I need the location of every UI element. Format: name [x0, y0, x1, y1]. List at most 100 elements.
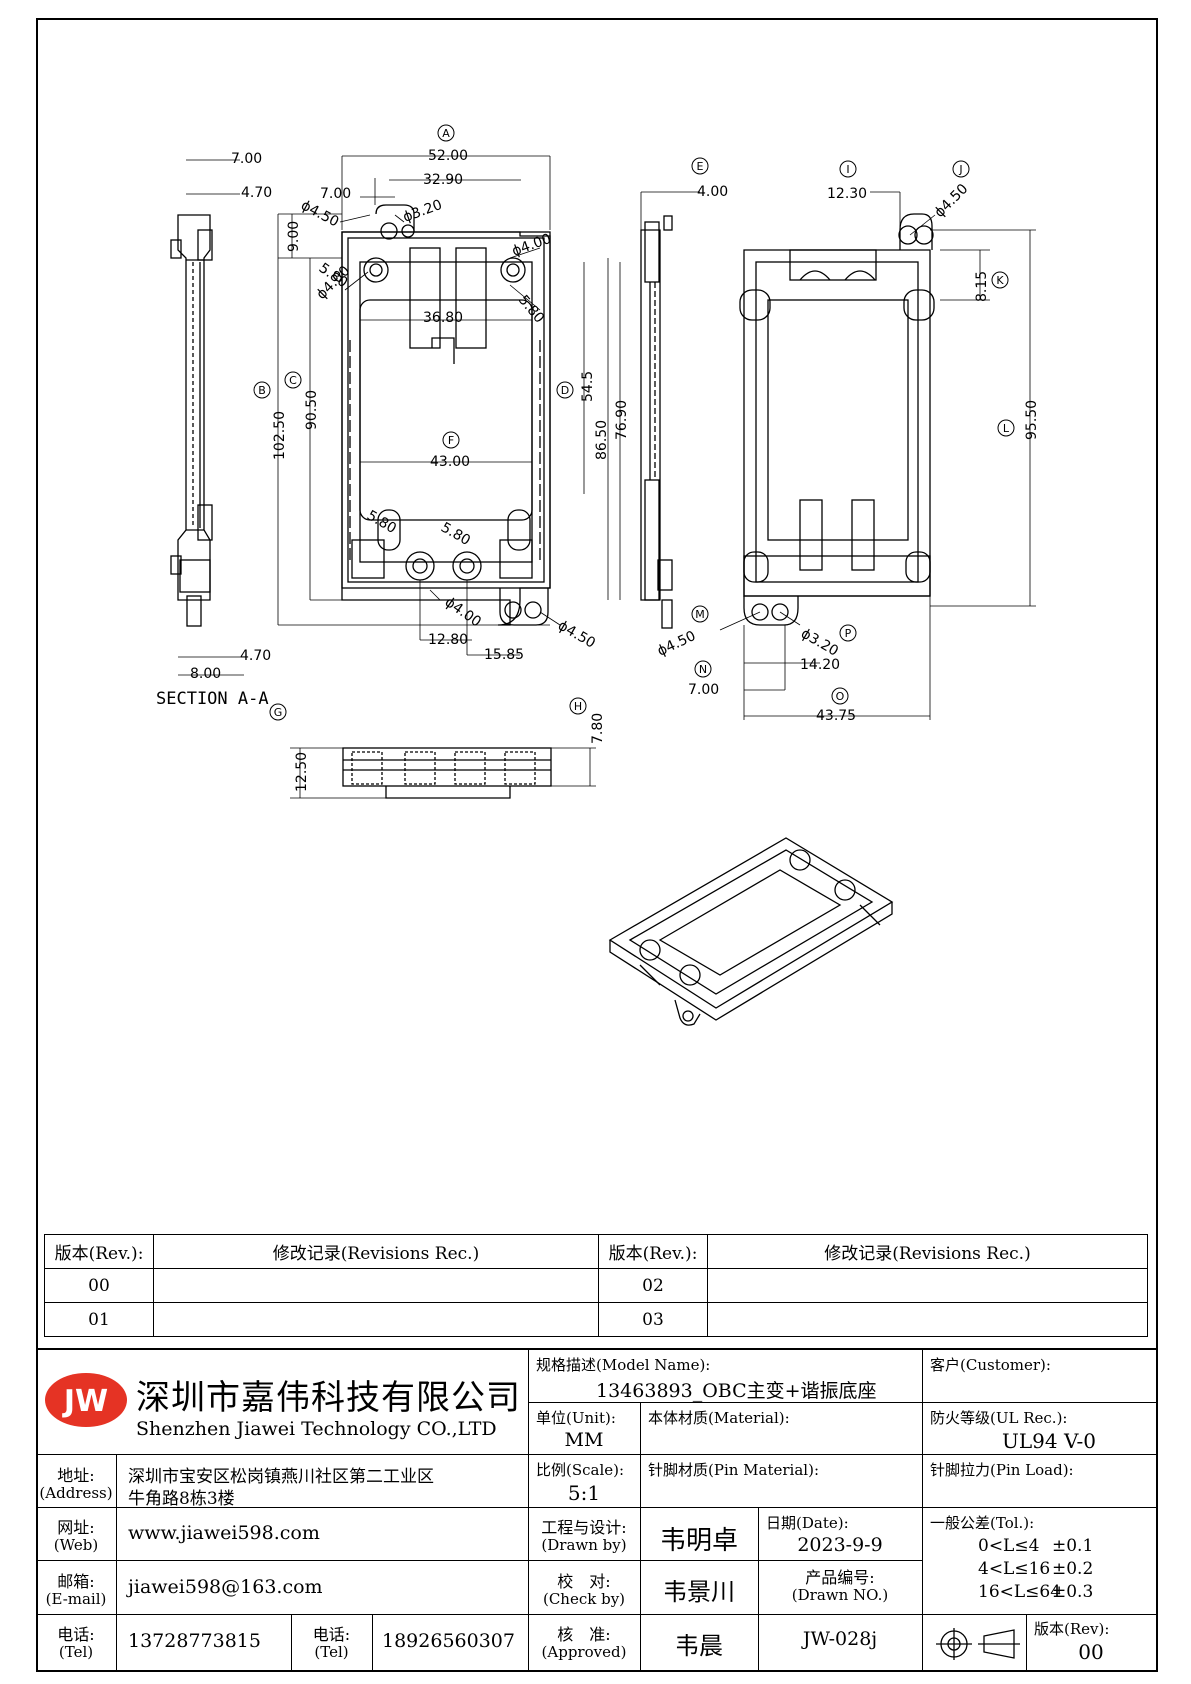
tel-label: 电话: — [57, 1625, 95, 1644]
company-name-cn: 深圳市嘉伟科技有限公司 — [136, 1378, 521, 1418]
drawing-no-label: 产品编号: — [805, 1568, 875, 1587]
dim-12-80: 12.80 — [428, 632, 468, 648]
revision-table: 版本(Rev.): 修改记录(Revisions Rec.) 版本(Rev.):… — [44, 1234, 1148, 1337]
tolerance-label: 一般公差(Tol.): — [930, 1514, 1035, 1532]
dim-4-70-b: 4.70 — [240, 648, 271, 664]
dim-32-90: 32.90 — [423, 172, 463, 188]
front-view — [341, 204, 551, 626]
dim-9-00: 9.00 — [286, 221, 302, 252]
company-logo: JW — [44, 1372, 128, 1428]
dim-phi-4-50-d: ϕ4.50 — [655, 628, 698, 660]
unit-value: MM — [564, 1429, 604, 1451]
dim-36-80: 36.80 — [423, 310, 463, 326]
rev-cell: 00 — [44, 1268, 154, 1303]
revision-row: 01 03 — [44, 1302, 1148, 1337]
date-value: 2023-9-9 — [797, 1534, 883, 1556]
rec-header-left: 修改记录(Revisions Rec.) — [153, 1234, 599, 1269]
tol-value: ±0.3 — [1052, 1582, 1094, 1602]
check-label: 校 对: — [557, 1572, 611, 1591]
rec-cell — [153, 1302, 599, 1337]
balloon-o: O — [836, 690, 845, 703]
rev-cell: 03 — [598, 1302, 708, 1337]
check-by: 韦景川 — [663, 1578, 735, 1606]
rev-value: 00 — [1078, 1640, 1104, 1664]
tel-label-en: (Tel) — [58, 1643, 94, 1661]
pin-material-label: 针脚材质(Pin Material): — [648, 1461, 819, 1479]
balloon-i: I — [846, 163, 849, 176]
balloon-e: E — [697, 160, 704, 173]
dim-95-50: 95.50 — [1024, 400, 1040, 440]
rev-cell: 01 — [44, 1302, 154, 1337]
balloon-c: C — [289, 374, 297, 387]
balloon-l: L — [1003, 422, 1010, 435]
rev-label: 版本(Rev): — [1034, 1620, 1110, 1638]
section-a-a-view — [170, 214, 213, 627]
rec-header-right: 修改记录(Revisions Rec.) — [707, 1234, 1148, 1269]
dim-phi-3-20-b: ϕ3.20 — [798, 626, 841, 660]
tel-label-2-en: (Tel) — [314, 1643, 349, 1661]
sheet-border — [36, 18, 1158, 1672]
side-view — [640, 215, 673, 629]
dim-8-00: 8.00 — [190, 666, 221, 682]
bottom-view — [739, 213, 935, 626]
ul-value: UL94 V-0 — [1002, 1429, 1097, 1453]
balloon-a: A — [442, 127, 450, 140]
tol-range: 16<L≤64 — [978, 1582, 1062, 1602]
balloon-m: M — [695, 608, 705, 621]
title-block: JW 深圳市嘉伟科技有限公司 Shenzhen Jiawei Technolog… — [36, 1348, 1158, 1672]
dim-phi-4-50-a: ϕ4.50 — [298, 197, 341, 230]
dim-phi-3-20-a: ϕ3.20 — [401, 197, 444, 226]
dim-43-75: 43.75 — [816, 708, 856, 724]
dim-90-50: 90.50 — [304, 390, 320, 430]
company-name-en: Shenzhen Jiawei Technology CO.,LTD — [136, 1418, 497, 1440]
balloon-h: H — [574, 700, 582, 713]
drawing-no-label-en: (Drawn NO.) — [791, 1586, 889, 1604]
date-label: 日期(Date): — [766, 1514, 849, 1532]
logo-text: JW — [62, 1384, 108, 1419]
dim-7-00-c: 7.00 — [688, 682, 719, 698]
dim-54-5: 54.5 — [580, 371, 596, 402]
dim-5-80-b: 5.80 — [515, 292, 547, 326]
balloon-j: J — [958, 163, 962, 176]
web-label: 网址: — [57, 1518, 95, 1537]
web-link[interactable]: www.jiawei598.com — [128, 1522, 320, 1544]
dim-86-50: 86.50 — [594, 420, 610, 460]
pin-load-label: 针脚拉力(Pin Load): — [930, 1461, 1074, 1479]
dim-15-85: 15.85 — [484, 647, 524, 663]
email-link[interactable]: jiawei598@163.com — [128, 1576, 323, 1598]
address-label: 地址: — [57, 1466, 95, 1485]
balloon-n: N — [699, 663, 707, 676]
approved-label-en: (Approved) — [541, 1643, 627, 1661]
drawing-no: JW-028j — [802, 1628, 878, 1650]
dim-phi-4-50-c: ϕ4.50 — [932, 181, 972, 221]
dim-5-80-d: 5.80 — [438, 520, 473, 549]
dim-102-50: 102.50 — [272, 411, 288, 460]
dim-76-90: 76.90 — [614, 400, 630, 440]
dim-5-80-c: 5.80 — [364, 508, 399, 537]
dim-43-00: 43.00 — [430, 454, 470, 470]
isometric-view — [608, 837, 894, 1026]
rev-cell: 02 — [598, 1268, 708, 1303]
drawn-label: 工程与设计: — [541, 1518, 627, 1537]
material-label: 本体材质(Material): — [648, 1409, 790, 1427]
revision-row: 00 02 — [44, 1268, 1148, 1303]
approved-label: 核 准: — [557, 1625, 611, 1644]
check-label-en: (Check by) — [542, 1590, 626, 1608]
balloon-g: G — [274, 706, 283, 719]
tol-range: 0<L≤4 — [978, 1536, 1040, 1556]
scale-value: 5:1 — [567, 1481, 601, 1505]
tol-range: 4<L≤16 — [978, 1559, 1051, 1579]
rec-cell — [707, 1302, 1148, 1337]
model-label: 规格描述(Model Name): — [536, 1356, 711, 1374]
model-name: 13463893_OBC主变+谐振底座 — [596, 1380, 877, 1402]
rec-cell — [153, 1268, 599, 1303]
scale-label: 比例(Scale): — [536, 1461, 625, 1479]
balloon-d: D — [561, 384, 569, 397]
dim-7-80: 7.80 — [590, 713, 606, 744]
tol-value: ±0.1 — [1052, 1536, 1094, 1556]
email-label-en: (E-mail) — [45, 1590, 107, 1608]
rev-header-right: 版本(Rev.): — [598, 1234, 708, 1269]
dim-4-70-a: 4.70 — [241, 185, 272, 201]
dim-phi-4-50-b: ϕ4.50 — [555, 618, 598, 652]
